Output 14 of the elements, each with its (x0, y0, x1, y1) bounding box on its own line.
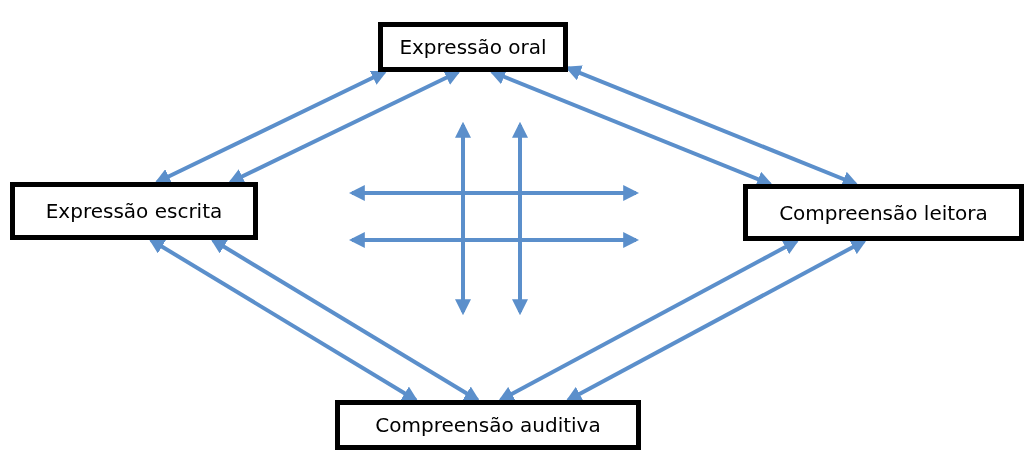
double-arrow (154, 70, 388, 184)
skill-label: Compreensão leitora (779, 200, 988, 225)
double-arrow (497, 239, 800, 402)
skill-box (335, 400, 641, 450)
double-arrow (565, 239, 868, 402)
double-arrow (227, 70, 461, 184)
double-arrow (210, 238, 481, 402)
skill-box (743, 184, 1024, 241)
skill-box (10, 182, 258, 240)
skill-box (378, 22, 568, 72)
skill-label: Expressão oral (399, 35, 547, 59)
double-arrow (148, 238, 419, 402)
skill-label: Expressão escrita (45, 199, 223, 223)
skill-label: Compreensão auditiva (375, 413, 601, 437)
